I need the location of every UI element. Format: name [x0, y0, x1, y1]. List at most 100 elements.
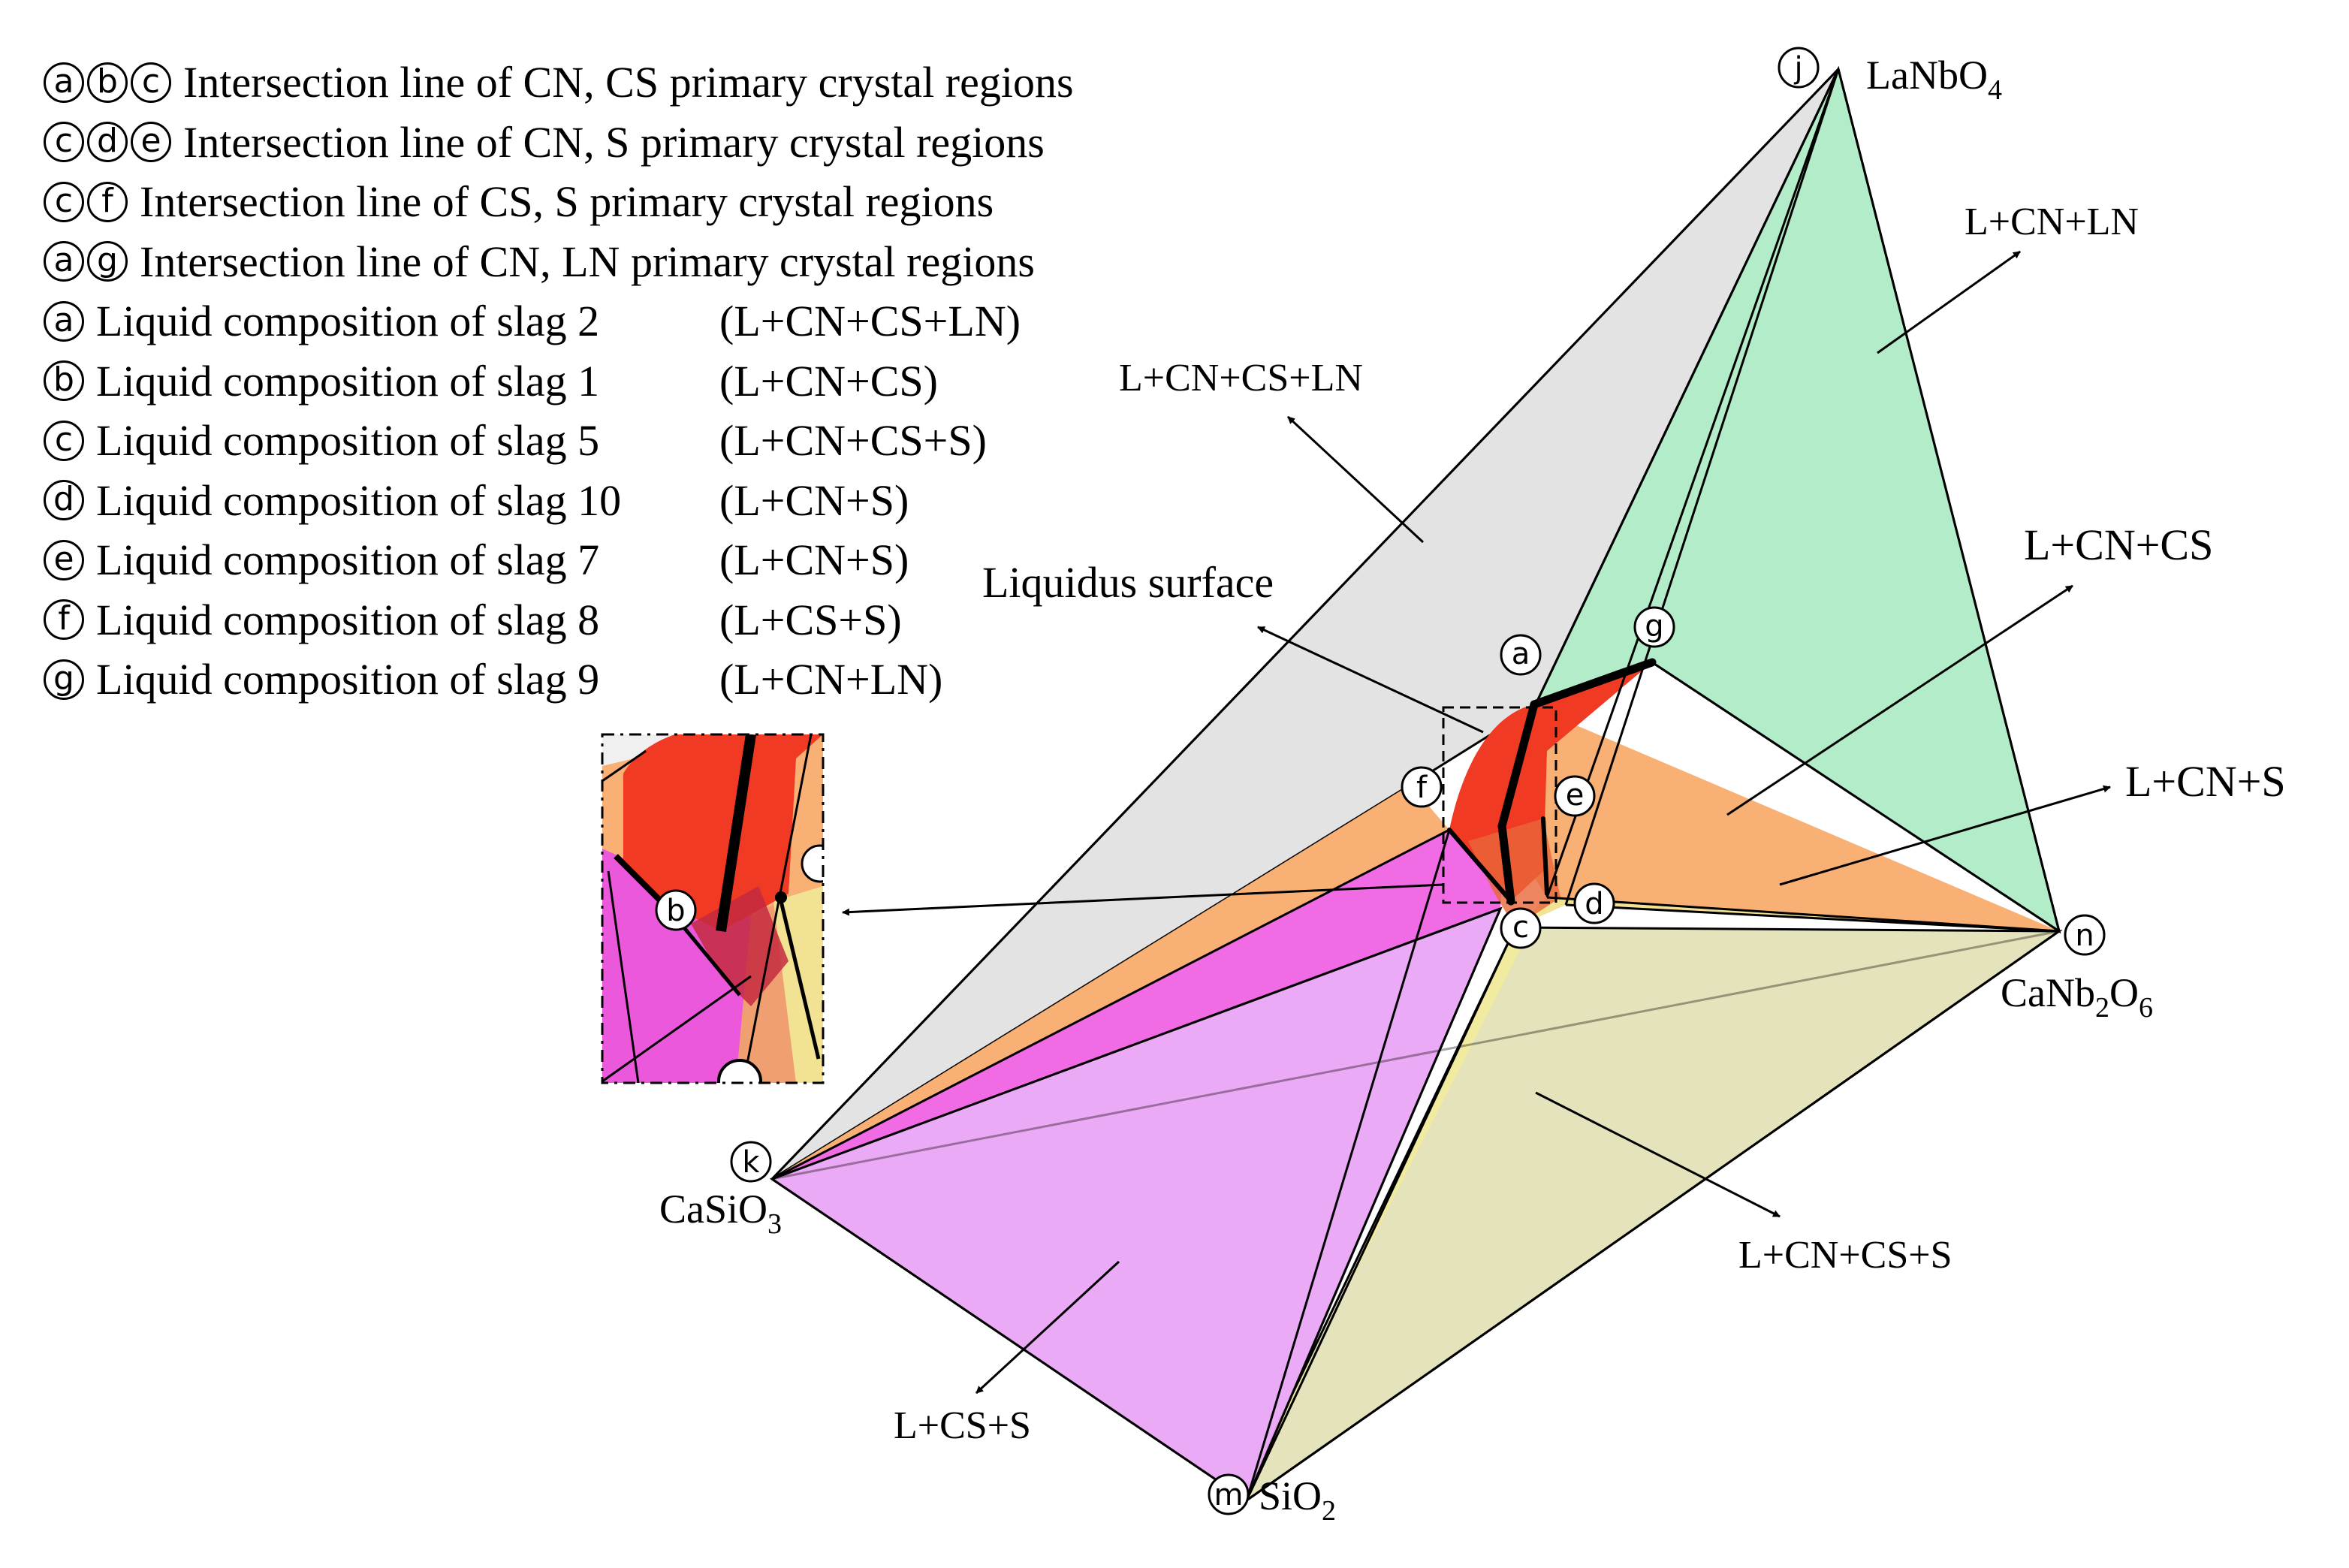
vertex-j-letter: j — [1793, 51, 1802, 86]
point-marker-icon: b — [87, 62, 128, 103]
label-lcn-ln: L+CN+LN — [1965, 201, 2139, 243]
point-marker-icon: e — [131, 122, 171, 163]
arrow-lcs-s — [975, 1260, 1120, 1395]
edge-k-m — [771, 1178, 1247, 1502]
arrow-lcn-s — [1779, 785, 2111, 886]
vertex-j-name: LaNbO4 — [1866, 53, 2002, 106]
edge-g-n — [1651, 661, 2060, 933]
vertex-m-name: SiO2 — [1259, 1473, 1336, 1527]
vertex-m-letter: m — [1214, 1478, 1244, 1512]
legend-text: Intersection line of CN, LN primary crys… — [140, 237, 1035, 286]
zoom-window — [1442, 706, 1557, 904]
legend-text: Liquid composition of slag 10 — [96, 475, 622, 525]
edge-c-m — [1245, 908, 1502, 1501]
legend-row: f Liquid composition of slag 8 (L+CS+S) — [44, 590, 1320, 650]
point-marker-icon: a — [44, 62, 84, 103]
region-cn-cs-left-strip — [772, 785, 1449, 1179]
edge-j-a — [1533, 68, 1840, 708]
point-f-marker — [1401, 766, 1443, 808]
point-c-marker — [1500, 907, 1542, 949]
vertex-m-marker — [1208, 1473, 1250, 1515]
point-marker-icon: a — [44, 241, 84, 282]
legend-phase: (L+CN+CS+LN) — [719, 297, 1021, 346]
edge-c-k — [771, 907, 1501, 1181]
legend-point-marks: c — [44, 420, 87, 461]
label-lcs-s: L+CS+S — [894, 1404, 1031, 1447]
point-marker-icon: c — [44, 420, 84, 461]
legend-text: Intersection line of CS, S primary cryst… — [140, 177, 994, 227]
point-c-letter: c — [1512, 910, 1529, 945]
legend-phase: (L+CN+CS+S) — [719, 416, 987, 466]
legend-text: Liquid composition of slag 8 — [96, 595, 600, 644]
legend-text: Liquid composition of slag 5 — [96, 416, 600, 466]
arrow-inset — [842, 883, 1444, 916]
label-lcn-cs-s: L+CN+CS+S — [1738, 1234, 1952, 1277]
legend-point-marks: e — [44, 539, 87, 580]
arrow-lcn-cs-s — [1535, 1091, 1781, 1218]
legend-phase: (L+CS+S) — [719, 595, 902, 644]
legend-row: c Liquid composition of slag 5 (L+CN+CS+S) — [44, 411, 1320, 471]
label-lcn-cs-ln: L+CN+CS+LN — [1119, 357, 1363, 400]
legend-point-marks: d — [44, 480, 87, 521]
arrow-lcn-cs-ln — [1286, 415, 1425, 544]
point-marker-icon: f — [87, 181, 128, 222]
point-marker-icon: c — [131, 62, 171, 103]
legend-text: Intersection line of CN, CS primary crys… — [183, 58, 1074, 107]
legend-point-marks: f — [44, 599, 87, 641]
point-b-inset-letter: b — [666, 894, 685, 928]
edge-d-m — [1245, 927, 1517, 1501]
point-marker-icon: c — [44, 181, 84, 222]
line-d-e — [1541, 816, 1549, 896]
point-e-marker — [1554, 775, 1596, 817]
label-lcn-s: L+CN+S — [2125, 757, 2286, 806]
region-cs-s-back — [772, 830, 1502, 1179]
legend-phase: (L+CN+LN) — [719, 655, 943, 704]
legend-text: Liquid composition of slag 2 — [96, 297, 600, 346]
point-marker-icon: c — [44, 122, 84, 163]
edge-e-n — [1546, 896, 2060, 933]
point-marker-icon: f — [44, 599, 84, 641]
point-d-letter: d — [1585, 887, 1603, 921]
point-a-letter: a — [1512, 637, 1530, 671]
point-d-marker — [1573, 882, 1615, 924]
vertex-k-letter: k — [742, 1145, 760, 1180]
edge-k-n-hidden — [771, 930, 2060, 1181]
liquidus-lower-tint — [1468, 819, 1560, 927]
vertex-n-marker — [2064, 914, 2106, 956]
arrow-liquidus — [1257, 626, 1484, 734]
edge-j-n — [1837, 68, 2061, 932]
edge-f-n — [771, 828, 1450, 1181]
line-a-g — [1530, 658, 1657, 709]
vertex-n-letter: n — [2075, 918, 2094, 953]
vertex-k-name: CaSiO3 — [659, 1187, 782, 1240]
label-liquidus: Liquidus surface — [982, 558, 1274, 607]
edge-j-inner2 — [1564, 68, 1840, 906]
legend-phase: (L+CN+CS) — [719, 356, 938, 406]
line-a-b — [1497, 700, 1539, 831]
edge-j-inner1 — [1545, 68, 1840, 898]
legend-row: a Liquid composition of slag 2 (L+CN+CS+LN… — [44, 291, 1320, 351]
line-b-c — [1497, 822, 1515, 906]
arrow-lcn-ln — [1877, 250, 2021, 354]
point-marker-icon: g — [87, 241, 128, 282]
line-c-f — [1447, 828, 1513, 903]
point-marker-icon: g — [44, 659, 84, 700]
edge-m-n — [1246, 930, 2060, 1502]
point-marker-icon: a — [44, 300, 84, 342]
region-cn-cs-face — [1502, 707, 2059, 931]
legend-point-marks: b — [44, 360, 87, 402]
legend-text: Liquid composition of slag 1 — [96, 356, 600, 406]
legend-phase: (L+CN+S) — [719, 535, 909, 585]
